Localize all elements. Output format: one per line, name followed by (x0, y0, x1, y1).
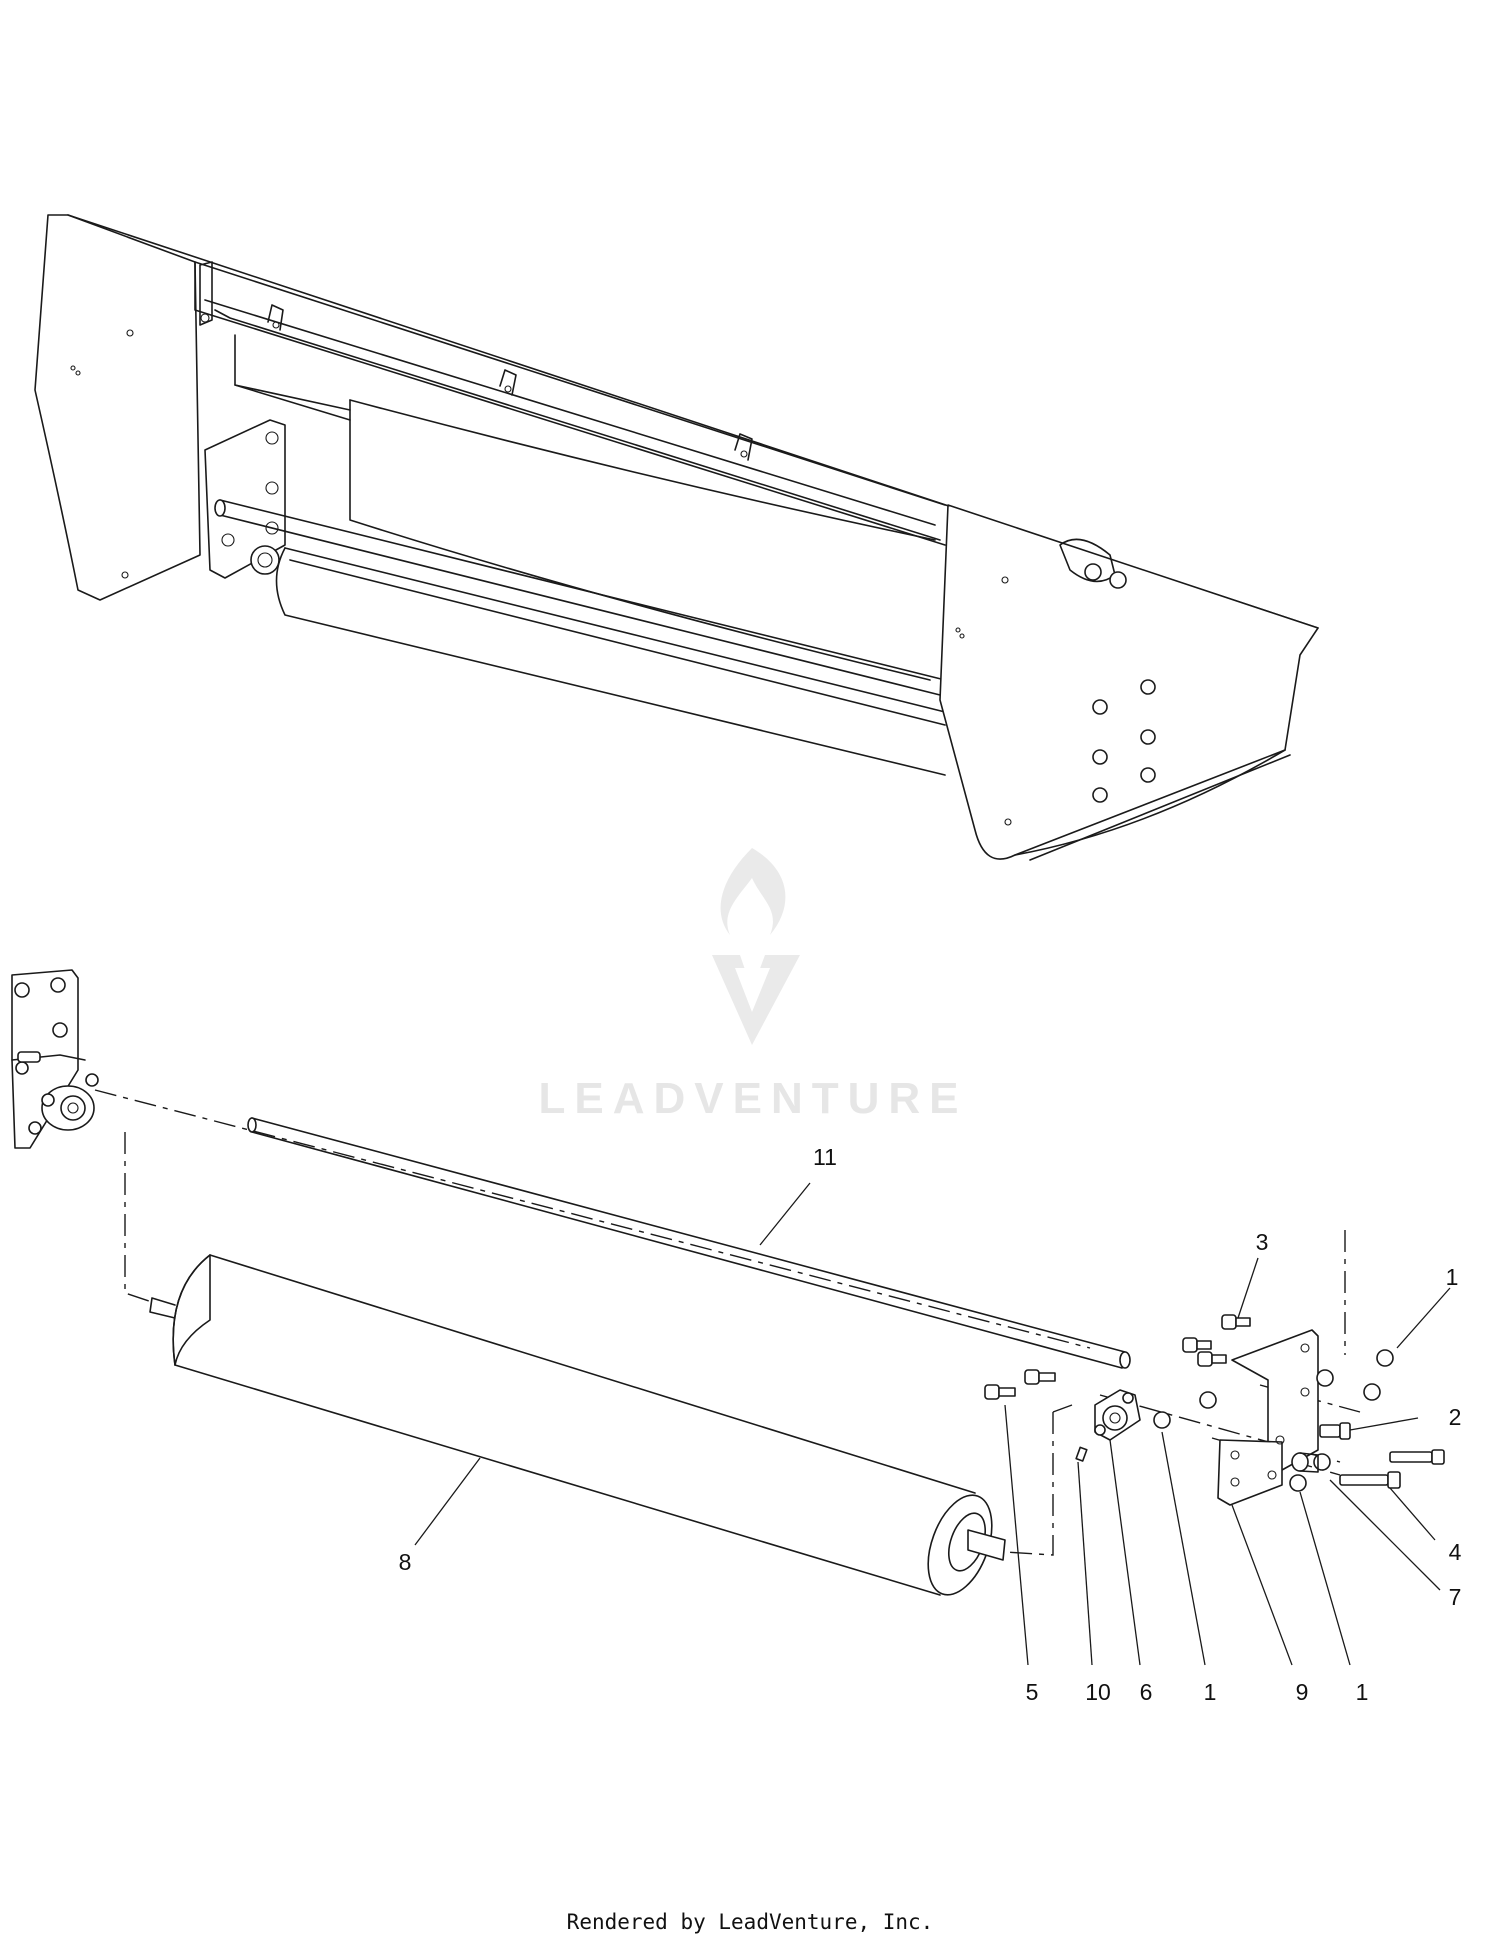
housing-assembly (34, 214, 1319, 861)
exploded-view: 11 3 1 2 4 7 8 5 10 6 1 9 1 (11, 969, 1462, 1705)
callout-9: 9 (1296, 1679, 1309, 1705)
bolt-part-2 (1319, 1422, 1351, 1440)
watermark-text: LEADVENTURE (538, 1074, 967, 1123)
callout-10: 10 (1085, 1679, 1111, 1705)
left-mount-bracket (204, 419, 286, 579)
callout-labels: 11 3 1 2 4 7 8 5 10 6 1 9 1 (399, 1144, 1462, 1705)
right-side-plate (939, 504, 1319, 860)
callout-2: 2 (1449, 1404, 1462, 1430)
right-bracket-part-9 (1217, 1329, 1319, 1506)
callout-6: 6 (1140, 1679, 1153, 1705)
callout-11: 11 (813, 1144, 837, 1170)
nuts-part-1 (1153, 1349, 1394, 1492)
callout-1-bottom: 1 (1356, 1679, 1369, 1705)
callout-8: 8 (399, 1549, 412, 1575)
leader-lines (414, 1182, 1451, 1666)
callout-1-top: 1 (1446, 1264, 1459, 1290)
callout-1-mid: 1 (1204, 1679, 1217, 1705)
left-side-plate (34, 214, 201, 601)
set-screw-part-10 (1075, 1446, 1088, 1462)
top-roller (275, 547, 946, 776)
callout-3: 3 (1256, 1229, 1269, 1255)
roller-part-8 (149, 1254, 1006, 1596)
render-credit: Rendered by LeadVenture, Inc. (566, 1910, 934, 1934)
callout-7: 7 (1449, 1584, 1462, 1610)
spacer-part-7 (1291, 1452, 1319, 1473)
bolts (984, 1314, 1445, 1489)
flame-v-logo-icon (712, 848, 800, 1045)
bolt-part-4 (1339, 1449, 1445, 1489)
flange-bearing-part-6 (1094, 1389, 1141, 1441)
left-bearing (28, 1073, 99, 1135)
bolt-part-5 (984, 1384, 1016, 1400)
callout-4: 4 (1449, 1539, 1462, 1565)
right-plate-bolts (1092, 679, 1156, 803)
bolt-part-3 (1221, 1314, 1251, 1330)
watermark: LEADVENTURE (538, 848, 967, 1123)
alignment-lines (94, 1089, 1361, 1556)
shaft-part-11 (247, 1117, 1131, 1369)
top-shaft (219, 499, 946, 681)
callout-5: 5 (1026, 1679, 1039, 1705)
